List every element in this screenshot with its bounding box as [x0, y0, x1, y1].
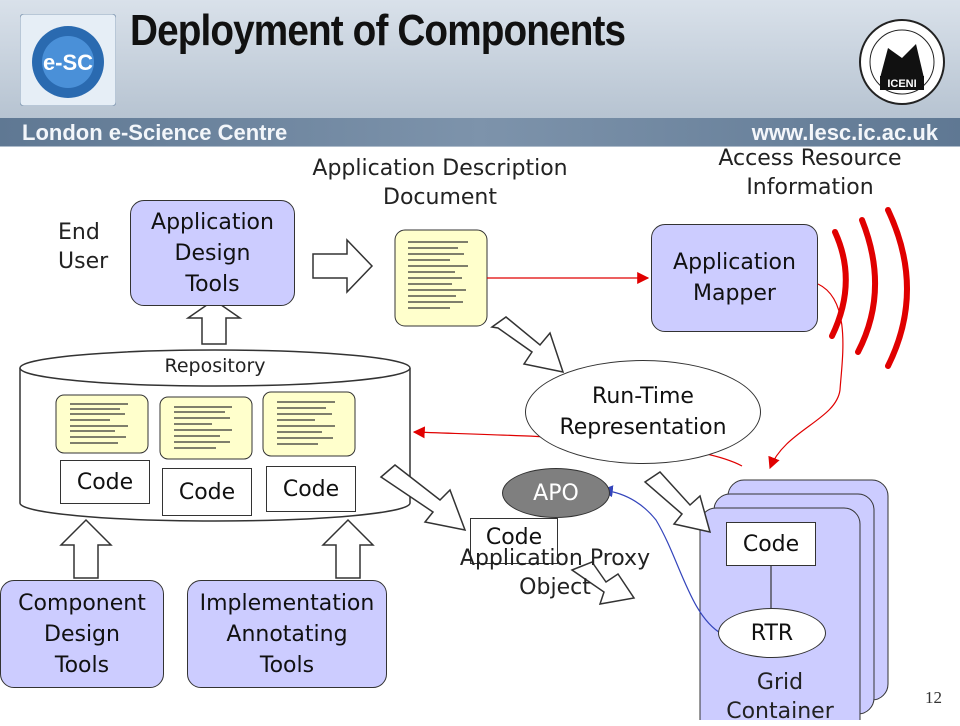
application-design-tools-box[interactable]: Application Design Tools	[130, 200, 295, 306]
banner-url: www.lesc.ic.ac.uk	[751, 120, 938, 145]
arrow-repository-to-design-tools	[185, 299, 243, 345]
end-user-label: End User	[58, 220, 109, 274]
access-resource-label: Access Resource Information	[718, 146, 902, 200]
repository-document-1	[55, 394, 149, 454]
repository-label: Repository	[164, 355, 266, 377]
repository-document-3	[262, 391, 356, 457]
application-description-document	[394, 229, 488, 327]
page-number: 12	[925, 688, 942, 707]
component-design-tools-box[interactable]: Component Design Tools	[0, 580, 164, 688]
grid-container-label: Grid Container	[726, 670, 834, 724]
deployed-code-box: Code	[470, 518, 558, 564]
arrow-annotating-tools-to-repository	[321, 518, 375, 579]
arrow-tools-to-document	[312, 238, 374, 294]
arrow-document-to-runtime	[490, 316, 565, 373]
repository-code-2: Code	[162, 468, 252, 516]
arrow-component-tools-to-repository	[59, 518, 113, 579]
arrow-code-to-grid	[570, 561, 636, 605]
lesc-logo: e-SC	[20, 14, 116, 106]
application-description-label: Application Description Document	[312, 156, 568, 210]
wireless-waves	[829, 207, 910, 369]
runtime-representation-ellipse[interactable]: Run-Time Representation	[525, 360, 761, 464]
header-banner: London e-Science Centre www.lesc.ic.ac.u…	[0, 118, 960, 146]
svg-text:e-SC: e-SC	[43, 50, 93, 75]
slide-header: e-SC Deployment of Components ICENI Lond…	[0, 0, 960, 147]
repository-code-3: Code	[266, 466, 356, 512]
application-proxy-object-label: Application Proxy Object	[459, 546, 651, 600]
iceni-logo: ICENI	[859, 19, 945, 105]
svg-text:ICENI: ICENI	[887, 78, 916, 90]
grid-code-box: Code	[726, 522, 816, 566]
link-mapper-to-grid	[768, 283, 844, 470]
rtr-ellipse[interactable]: RTR	[718, 608, 826, 658]
arrow-repository-to-code	[379, 464, 467, 532]
apo-ellipse[interactable]: APO	[502, 468, 610, 518]
link-rtr-to-apo	[600, 485, 723, 635]
application-mapper-box[interactable]: Application Mapper	[651, 224, 818, 332]
repository-code-1: Code	[60, 460, 150, 504]
implementation-annotating-tools-box[interactable]: Implementation Annotating Tools	[187, 580, 387, 688]
repository-document-2	[159, 396, 253, 460]
page-title: Deployment of Components	[130, 6, 626, 55]
arrow-runtime-to-grid	[643, 471, 712, 534]
banner-org-name: London e-Science Centre	[22, 120, 288, 145]
